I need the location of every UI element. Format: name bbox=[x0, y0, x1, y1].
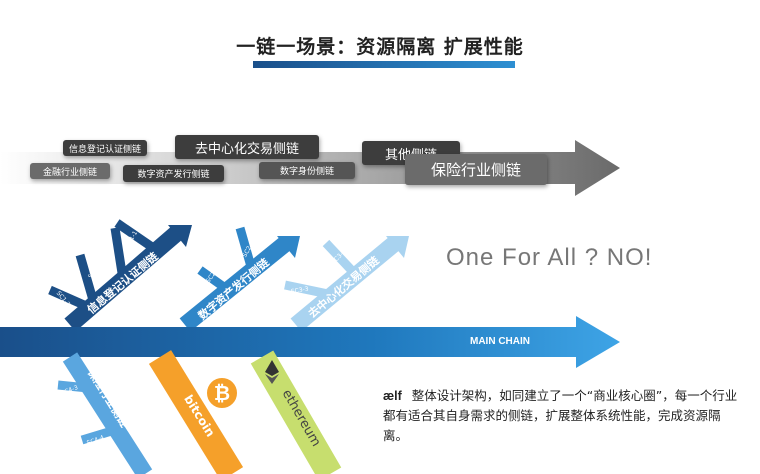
tag-digital-asset: 数字资产发行侧链 bbox=[123, 165, 224, 182]
branch-bitcoin: ₿ bbox=[148, 350, 244, 474]
branch-dex bbox=[284, 236, 409, 332]
branch-label-digital-asset: 数字资产发行侧链 bbox=[195, 255, 272, 323]
sc-label-1-3: SC1-3 bbox=[87, 260, 100, 279]
branch-digital-asset bbox=[179, 226, 300, 332]
sc-label-3-3: SC3-3 bbox=[290, 286, 309, 296]
tag-info-registration: 信息登记认证侧链 bbox=[63, 140, 147, 156]
tag-finance: 金融行业侧链 bbox=[30, 163, 110, 179]
aelf-brand: ælf bbox=[383, 389, 402, 403]
tag-insurance: 保险行业侧链 bbox=[405, 154, 547, 185]
slogan: One For All ? NO! bbox=[446, 244, 653, 271]
title-underline bbox=[253, 61, 515, 68]
description-text: 整体设计架构，如同建立了一个“商业核心圈”，每一个行业都有适合其自身需求的侧链，… bbox=[383, 388, 738, 443]
bitcoin-icon bbox=[205, 376, 239, 410]
tag-identity: 数字身份侧链 bbox=[259, 162, 355, 179]
tag-dex: 去中心化交易侧链 bbox=[175, 135, 319, 159]
branch-insurance bbox=[57, 352, 153, 474]
branch-ethereum bbox=[250, 350, 342, 474]
branch-info-registration bbox=[48, 219, 192, 332]
main-chain-label: MAIN CHAIN bbox=[470, 336, 530, 347]
main-chain-arrow bbox=[0, 316, 620, 368]
ethereum-icon bbox=[265, 360, 279, 376]
page-title: 一链一场景：资源隔离 扩展性能 bbox=[236, 36, 524, 58]
svg-text:₿: ₿ bbox=[214, 381, 230, 405]
